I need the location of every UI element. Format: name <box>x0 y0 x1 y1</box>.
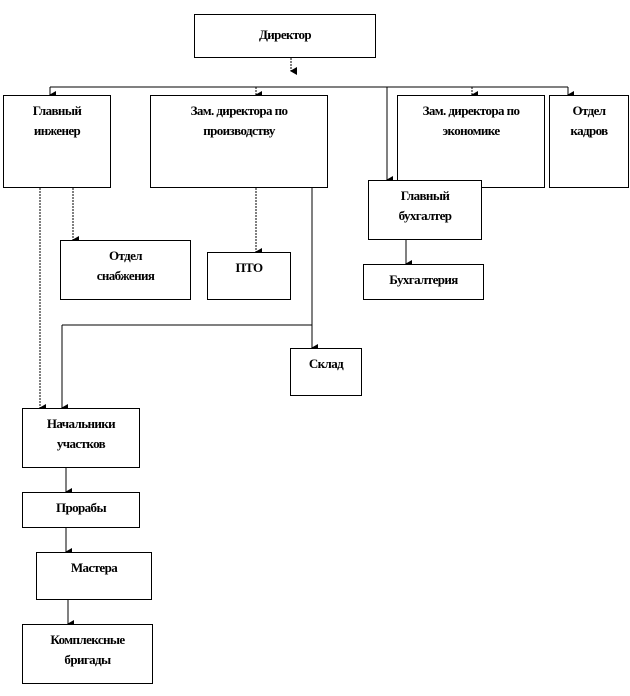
node-pto: ПТО <box>207 252 291 300</box>
node-label: бригады <box>64 652 111 667</box>
node-label: участков <box>56 436 106 451</box>
node-label: Бухгалтерия <box>389 272 458 287</box>
node-hr-department: Отдел кадров <box>549 95 629 188</box>
node-label: Комплексные <box>50 632 125 647</box>
node-warehouse: Склад <box>290 348 362 396</box>
node-label: Начальники <box>46 416 116 431</box>
node-label: Склад <box>308 356 344 371</box>
node-label: инженер <box>33 123 81 138</box>
node-accounting: Бухгалтерия <box>363 264 484 300</box>
node-label: Отдел <box>109 248 143 263</box>
node-label: бухгалтер <box>398 208 452 223</box>
node-foremen: Прорабы <box>22 492 140 528</box>
node-masters: Мастера <box>36 552 152 600</box>
node-label: снабжения <box>96 268 155 283</box>
node-label: кадров <box>570 123 608 138</box>
node-label: Зам. директора по <box>422 103 520 118</box>
node-chief-accountant: Главный бухгалтер <box>368 180 482 240</box>
node-supply-department: Отдел снабжения <box>60 240 191 300</box>
node-label: Главный <box>32 103 82 118</box>
node-label: Отдел <box>572 103 607 118</box>
node-site-chiefs: Начальники участков <box>22 408 140 468</box>
node-label: ПТО <box>235 260 264 275</box>
node-director: Директор <box>194 14 376 58</box>
node-label: Зам. директора по <box>190 103 288 118</box>
node-brigades: Комплексные бригады <box>22 624 153 684</box>
node-label: производству <box>203 123 275 138</box>
node-label: Директор <box>258 27 312 42</box>
node-label: Прорабы <box>55 500 107 515</box>
node-deputy-economics: Зам. директора по экономике <box>397 95 545 188</box>
node-label: Главный <box>400 188 450 203</box>
node-deputy-production: Зам. директора по производству <box>150 95 328 188</box>
node-label: Мастера <box>70 560 118 575</box>
node-label: экономике <box>442 123 500 138</box>
node-chief-engineer: Главный инженер <box>3 95 111 188</box>
